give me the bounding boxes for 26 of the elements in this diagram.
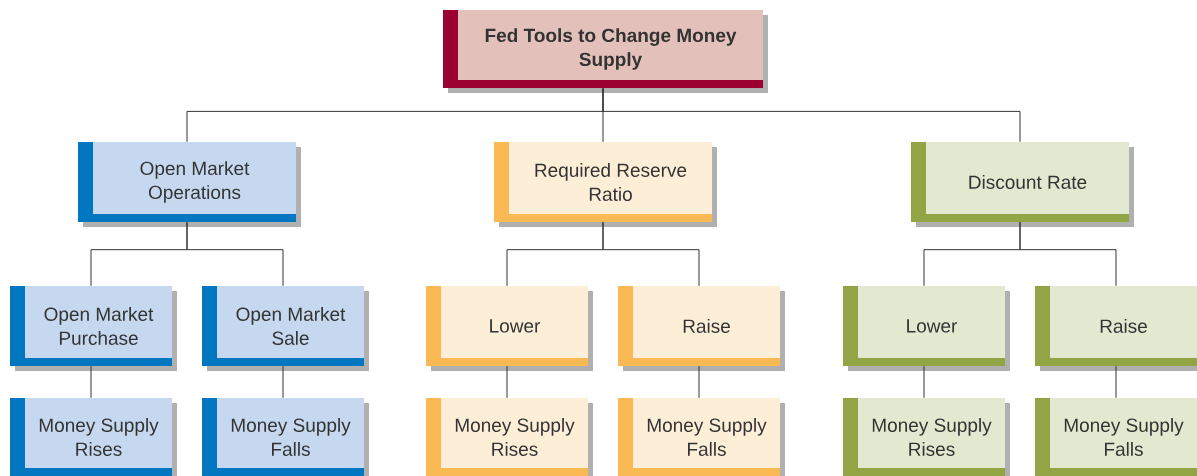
process-box: Raise: [618, 286, 785, 371]
process-box: Money Supply Falls: [618, 398, 785, 476]
connector-line: [1115, 365, 1117, 399]
process-box: Open Market Operations: [78, 142, 301, 227]
process-box: Lower: [426, 286, 593, 371]
connector-line: [698, 365, 700, 399]
connector-line: [186, 221, 284, 287]
process-box: Open Market Sale: [202, 286, 369, 371]
process-box: Required Reserve Ratio: [494, 142, 717, 227]
process-box: Fed Tools to Change Money Supply: [443, 10, 768, 93]
process-box: Money Supply Falls: [1035, 398, 1197, 476]
process-box: Money Supply Rises: [426, 398, 593, 476]
process-box: Open Market Purchase: [10, 286, 177, 371]
connector-line: [506, 365, 508, 399]
process-box: Money Supply Rises: [843, 398, 1010, 476]
connector-line: [602, 221, 700, 287]
process-box: Money Supply Rises: [10, 398, 177, 476]
connector-line: [90, 365, 92, 399]
process-box: Money Supply Falls: [202, 398, 369, 476]
connector-line: [923, 365, 925, 399]
connector-line: [282, 365, 284, 399]
connector-line: [1019, 221, 1117, 287]
process-box: Raise: [1035, 286, 1197, 371]
process-box: Discount Rate: [911, 142, 1134, 227]
connector-line: [602, 87, 1021, 143]
process-box: Lower: [843, 286, 1010, 371]
